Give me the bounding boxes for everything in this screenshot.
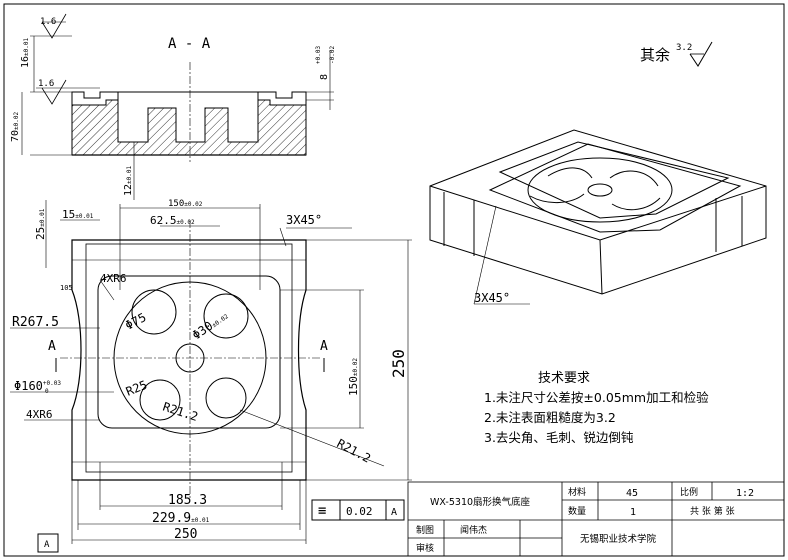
tech-req-title: 技术要求 [538, 371, 590, 386]
plan-view: 150±0.02 62.5±0.02 15±0.01 25±0.01 3X45°… [10, 199, 412, 544]
dim-8: 8 [319, 74, 330, 80]
part-name: WX-5310扇形换气底座 [430, 496, 531, 508]
tech-req-3: 3.去尖角、毛刺、锐边倒钝 [484, 430, 634, 445]
dim-r25: R25 [124, 378, 149, 399]
tech-requirements: 技术要求 1.未注尺寸公差按±0.05mm加工和检验 2.未注表面粗糙度为3.2… [484, 371, 709, 445]
tech-req-2: 2.未注表面粗糙度为3.2 [484, 410, 616, 425]
section-mark-left: A [48, 339, 56, 354]
dim-phi30: Φ30±0.02 [190, 308, 231, 342]
isometric-view: 3X45° [429, 129, 767, 305]
scale-label: 比例 [680, 486, 698, 498]
gdt-symbol: ≡ [318, 503, 326, 519]
section-view: A - A 16±0.01 70±0.02 1.6 1.6 8 +0.03 -0… [10, 13, 336, 200]
dim-250-horiz: 250 [174, 527, 197, 542]
svg-text:+0.03: +0.03 [315, 46, 322, 64]
drawn-label: 制图 [416, 524, 434, 536]
roughness-general-label: 其余 [640, 46, 670, 64]
dim-25: 25±0.01 [34, 208, 47, 240]
roughness-top: 1.6 [40, 17, 56, 27]
dim-150-top: 150±0.02 [168, 199, 203, 209]
qty-label: 数量 [568, 505, 586, 517]
iso-chamfer: 3X45° [474, 291, 510, 305]
dim-12: 12±0.01 [123, 166, 134, 196]
material-label: 材料 [568, 486, 586, 498]
section-title: A - A [168, 36, 211, 52]
check-label: 审核 [416, 542, 434, 554]
sheet-border [3, 3, 785, 557]
gdt-datum: A [391, 507, 397, 518]
dim-phi75: Φ75 [123, 310, 149, 333]
tech-req-1: 1.未注尺寸公差按±0.05mm加工和检验 [484, 390, 709, 405]
dim-70: 70±0.02 [10, 112, 21, 142]
dim-150-vert: 150±0.02 [347, 358, 360, 396]
dim-105: 105 [60, 284, 73, 292]
dim-15: 15±0.01 [62, 208, 94, 221]
section-hatch [71, 99, 307, 156]
roughness-general-value: 3.2 [676, 43, 692, 53]
dim-r267: R267.5 [12, 315, 59, 330]
datum-a: A [37, 533, 59, 553]
drawn-by: 闻伟杰 [460, 524, 487, 536]
dim-16: 16±0.01 [20, 38, 31, 68]
title-block: WX-5310扇形换气底座 材料 45 比例 1:2 数量 1 共 张 第 张 … [407, 481, 785, 557]
section-mark-right: A [320, 339, 328, 354]
dim-r21-inner: R21.2 [161, 400, 200, 424]
qty-value: 1 [630, 507, 636, 518]
dim-229: 229.9±0.01 [152, 511, 210, 526]
dim-chamfer: 3X45° [286, 213, 322, 227]
gdt-value: 0.02 [346, 505, 373, 518]
school: 无锡职业技术学院 [580, 533, 657, 545]
datum-label: A [44, 540, 50, 550]
dim-r21-outer: R21.2 [335, 436, 373, 465]
sheets: 共 张 第 张 [690, 505, 735, 517]
material-value: 45 [626, 488, 638, 499]
general-roughness: 其余 3.2 [640, 41, 713, 67]
gdt-frame: ≡ 0.02 A [311, 499, 405, 521]
dim-4xr6-top: 4XR6 [100, 272, 127, 285]
dim-4xr6-bottom: 4XR6 [26, 408, 53, 421]
dim-250-vert: 250 [389, 349, 408, 378]
dim-185: 185.3 [168, 493, 207, 508]
dim-62-5: 62.5±0.02 [150, 214, 195, 227]
roughness-step: 1.6 [38, 79, 54, 89]
svg-text:-0.02: -0.02 [329, 46, 336, 64]
scale-value: 1:2 [736, 488, 754, 499]
